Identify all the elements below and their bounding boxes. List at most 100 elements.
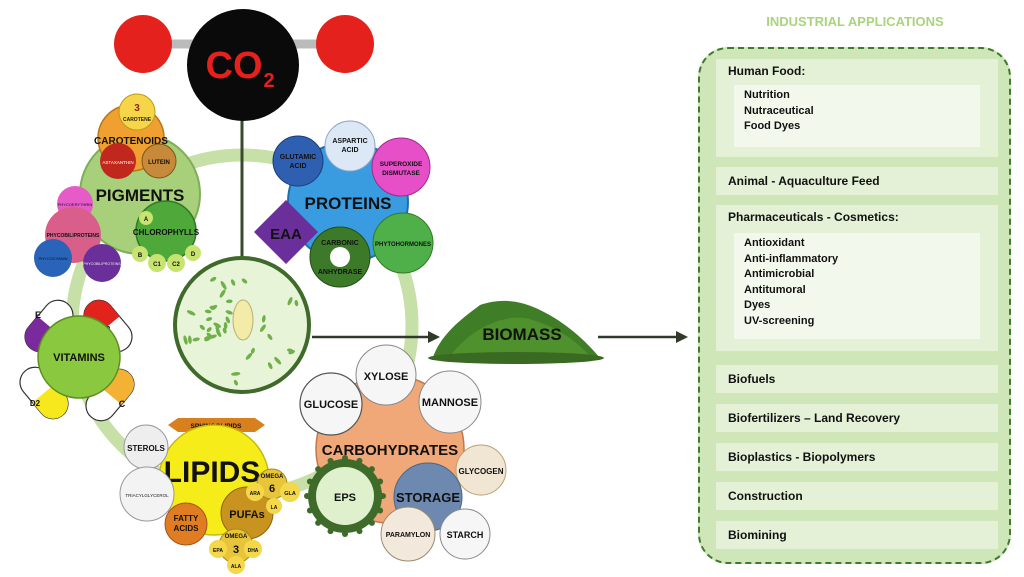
chl-a-circle bbox=[139, 211, 153, 225]
omega3-number: 3 bbox=[233, 544, 239, 556]
chloroplast bbox=[183, 335, 188, 345]
chl-b-label: B bbox=[138, 253, 143, 259]
glycogen-label: GLYCOGEN bbox=[458, 467, 503, 476]
chloroplast bbox=[204, 309, 212, 314]
chloroplast bbox=[213, 322, 222, 328]
vitamins-circle bbox=[37, 315, 121, 399]
omega6-label: OMEGA bbox=[261, 474, 284, 480]
la-label: LA bbox=[271, 505, 278, 511]
xylose-label: XYLOSE bbox=[364, 371, 409, 383]
chloroplast bbox=[250, 347, 255, 354]
glutamic-acid-circle bbox=[272, 135, 324, 187]
biomass-label: BIOMASS bbox=[482, 325, 561, 344]
chlorophylls-label: CHLOROPHYLLS bbox=[133, 228, 200, 237]
lutein-label: LUTEIN bbox=[148, 160, 170, 166]
eaa-diamond bbox=[254, 200, 318, 264]
chloroplast bbox=[287, 297, 293, 306]
phycobiliproteins-label: PHYCOBILIPROTEINS bbox=[47, 233, 100, 239]
superoxide-label: SUPEROXIDE bbox=[380, 161, 423, 168]
chloroplast bbox=[245, 352, 253, 360]
chloroplast bbox=[206, 317, 213, 322]
co2-label: CO bbox=[206, 45, 263, 87]
carotenoids-label: CAROTENOIDS bbox=[94, 136, 168, 147]
glutamic-label-2: ACID bbox=[289, 163, 306, 170]
pigments-cluster: PIGMENTS CAROTENOIDS 3 CAROTENE ASTAXANT… bbox=[34, 93, 201, 282]
chloroplast bbox=[226, 299, 233, 304]
epa-circle bbox=[209, 540, 227, 558]
chloroplast bbox=[223, 322, 228, 330]
bioplastics-row: Bioplastics - Biopolymers bbox=[716, 443, 998, 471]
xylose-circle bbox=[355, 344, 417, 406]
lipids-title: LIPIDS bbox=[164, 456, 261, 489]
vitamin-c-label: C bbox=[119, 399, 126, 409]
gla-circle bbox=[280, 482, 300, 502]
pufas-label: PUFAs bbox=[229, 509, 264, 521]
eps-spike bbox=[327, 457, 334, 464]
aspartic-label-2: ACID bbox=[341, 147, 358, 154]
eps-spike bbox=[342, 531, 348, 537]
ara-label: ARA bbox=[250, 491, 261, 497]
phycoerythrin-label: PHYCOERYTHRIN bbox=[58, 202, 93, 207]
chloroplast bbox=[199, 324, 205, 330]
chl-b-circle bbox=[132, 246, 148, 262]
chl-c2-circle bbox=[167, 254, 185, 272]
epa-label: EPA bbox=[213, 548, 223, 554]
eps-spike bbox=[342, 455, 348, 461]
human-food-item: Nutraceutical bbox=[744, 104, 814, 117]
chloroplast bbox=[210, 276, 217, 282]
animal-feed-row: Animal - Aquaculture Feed bbox=[716, 167, 998, 195]
eps-spike bbox=[306, 507, 313, 514]
omega6-number: 6 bbox=[269, 483, 275, 495]
aspartic-label: ASPARTIC bbox=[332, 138, 367, 145]
applications-title: INDUSTRIAL APPLICATIONS bbox=[766, 14, 944, 29]
superoxide-label-2: DISMUTASE bbox=[382, 170, 420, 177]
carotene-num: 3 bbox=[134, 103, 140, 114]
eps-spike bbox=[306, 478, 313, 485]
microalgae-cell bbox=[173, 256, 311, 394]
pigments-title: PIGMENTS bbox=[96, 186, 185, 205]
eaa-label: EAA bbox=[270, 226, 302, 243]
lipids-cluster: SPHINGOLIPIDS LIPIDS STEROLS TRIACYLGLYC… bbox=[119, 418, 300, 574]
glycogen-circle bbox=[455, 444, 507, 496]
vitamin-e-label: E bbox=[35, 310, 41, 320]
vitamins-title: VITAMINS bbox=[53, 352, 105, 364]
carbonic-label-2: ANHYDRASE bbox=[318, 269, 363, 276]
carbon-atom bbox=[187, 9, 299, 121]
fatty-label-2: ACIDS bbox=[174, 524, 200, 533]
astaxanthin-label: ASTAXANTHIN bbox=[102, 160, 133, 165]
chl-d-circle bbox=[185, 245, 201, 261]
biofertilizers-row: Biofertilizers – Land Recovery bbox=[716, 404, 998, 432]
carbohydrates-cluster: CARBOHYDRATES XYLOSE GLUCOSE MANNOSE GLY… bbox=[299, 344, 507, 562]
glutamic-label: GLUTAMIC bbox=[280, 154, 316, 161]
chloroplast bbox=[294, 299, 299, 307]
pharma-item: Antioxidant bbox=[744, 237, 805, 249]
eps-spike bbox=[368, 466, 375, 473]
mannose-circle bbox=[418, 370, 482, 434]
chloroplast bbox=[220, 281, 227, 290]
co2-molecule: CO 2 bbox=[114, 9, 374, 121]
chl-a-label: A bbox=[144, 217, 149, 223]
pharma-title: Pharmaceuticals - Cosmetics: bbox=[728, 210, 899, 224]
storage-label: STORAGE bbox=[396, 490, 460, 505]
dha-label: DHA bbox=[248, 548, 259, 554]
ala-label: ALA bbox=[231, 564, 242, 570]
chloroplast bbox=[241, 278, 248, 284]
la-circle bbox=[266, 498, 282, 514]
pharma-item: Dyes bbox=[744, 299, 771, 311]
human-food-item: Food Dyes bbox=[744, 120, 801, 132]
phycocyanin-circle bbox=[34, 239, 72, 277]
eps-spike bbox=[356, 457, 363, 464]
chl-c2-label: C2 bbox=[172, 262, 180, 268]
fatty-acids-circle bbox=[164, 502, 208, 546]
dha-circle bbox=[244, 540, 262, 558]
eps-spike bbox=[368, 519, 375, 526]
applications-panel: Human Food: Nutrition Nutraceutical Food… bbox=[698, 47, 1011, 564]
pharma-item: UV-screening bbox=[744, 314, 815, 327]
proteins-title: PROTEINS bbox=[305, 194, 392, 213]
chloroplast bbox=[267, 362, 273, 370]
chloroplast bbox=[208, 334, 217, 339]
construction-row: Construction bbox=[716, 482, 998, 510]
pharma-box: Pharmaceuticals - Cosmetics: Antioxidant… bbox=[716, 205, 998, 351]
ala-circle bbox=[227, 556, 245, 574]
